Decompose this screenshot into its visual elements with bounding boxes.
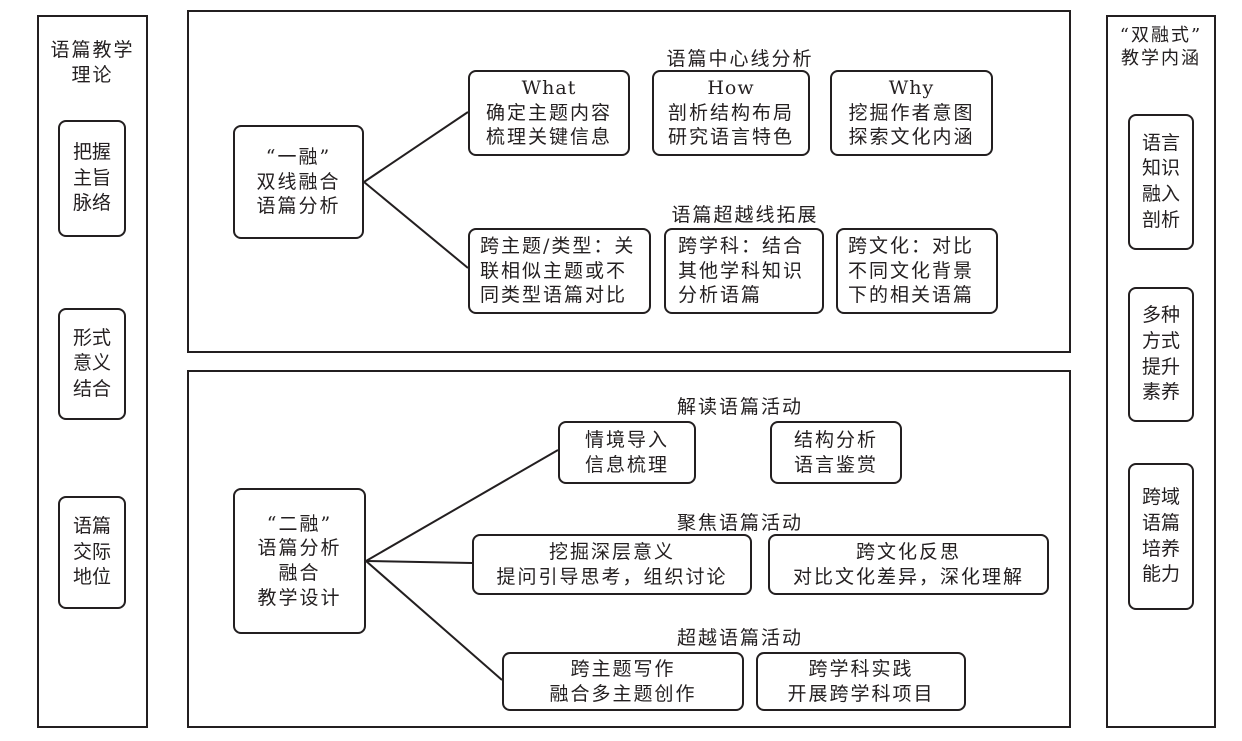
bottom-branch-1 xyxy=(365,449,559,562)
right-panel-title: “双融式” 教学内涵 xyxy=(1106,24,1216,71)
node-text-line: 能力 xyxy=(1141,563,1180,586)
node-text-line: 信息梳理 xyxy=(584,453,669,476)
activity-box-3: 挖掘深层意义提问引导思考，组织讨论 xyxy=(472,534,752,595)
node-text-line: 培养 xyxy=(1141,537,1180,560)
bottom-section xyxy=(187,370,1071,728)
node-text-line: 下的相关语篇 xyxy=(848,284,975,307)
node-text-line: 跨域 xyxy=(1141,486,1180,509)
node-text-line: “双融式” xyxy=(1119,25,1203,46)
heading-beyond-activity: 超越语篇活动 xyxy=(676,627,803,649)
node-text-line: 意义 xyxy=(72,352,111,375)
bottom-branch-2 xyxy=(365,560,473,564)
node-text-line: 双线融合 xyxy=(256,170,341,193)
heading-beyond-line: 语篇超越线拓展 xyxy=(671,204,819,226)
node-text-line: 语篇分析 xyxy=(256,195,341,218)
node-text-line: 跨主题/类型：关 xyxy=(480,234,636,257)
node-text-line: 同类型语篇对比 xyxy=(480,284,628,307)
node-text-line: 探索文化内涵 xyxy=(848,126,975,149)
node-text-line: 教学设计 xyxy=(257,586,342,609)
node-text-line: 语篇 xyxy=(72,515,111,538)
node-text-line: 挖掘深层意义 xyxy=(548,540,675,563)
left-node-2: 形式意义结合 xyxy=(58,308,126,420)
node-text-line: Why xyxy=(888,76,935,99)
node-text-line: 语篇 xyxy=(1141,511,1180,534)
node-text-line: 开展跨学科项目 xyxy=(787,682,935,705)
top-root-node: “一融”双线融合语篇分析 xyxy=(233,125,364,239)
node-text-line: 语篇教学 xyxy=(50,39,135,61)
node-text-line: “一融” xyxy=(265,145,332,168)
node-text-line: 跨学科：结合 xyxy=(678,234,805,257)
right-node-1: 语言知识融入剖析 xyxy=(1128,114,1194,250)
node-text-line: 跨文化反思 xyxy=(855,540,961,563)
activity-box-4: 跨文化反思对比文化差异，深化理解 xyxy=(768,534,1049,595)
node-text-line: 跨主题写作 xyxy=(570,657,676,680)
beyond-box-subject: 跨学科：结合其他学科知识分析语篇 xyxy=(664,228,824,314)
node-text-line: 融合多主题创作 xyxy=(549,682,697,705)
left-panel-title: 语篇教学 理论 xyxy=(37,38,148,87)
node-text-line: 挖掘作者意图 xyxy=(848,101,975,124)
node-text-line: 形式 xyxy=(72,326,111,349)
node-text-line: 方式 xyxy=(1141,329,1180,352)
node-text-line: 知识 xyxy=(1141,157,1180,180)
node-text-line: 主旨 xyxy=(72,166,111,189)
heading-focus-activity: 聚焦语篇活动 xyxy=(676,512,803,534)
bottom-root-node: “二融”语篇分析融合教学设计 xyxy=(233,488,366,634)
node-text-line: 情境导入 xyxy=(584,428,669,451)
node-text-line: 其他学科知识 xyxy=(678,259,805,282)
node-text-line: 交际 xyxy=(72,540,111,563)
node-text-line: 联相似主题或不 xyxy=(480,259,628,282)
activity-box-1: 情境导入信息梳理 xyxy=(558,421,696,484)
node-text-line: 提升 xyxy=(1141,355,1180,378)
node-text-line: How xyxy=(707,76,755,99)
node-text-line: “二融” xyxy=(266,512,333,535)
node-text-line: 语篇分析 xyxy=(257,537,342,560)
node-text-line: 融合 xyxy=(278,562,321,584)
node-text-line: 提问引导思考，组织讨论 xyxy=(496,565,728,588)
node-text-line: 脉络 xyxy=(72,192,111,215)
node-text-line: What xyxy=(521,76,577,99)
heading-center-line: 语篇中心线分析 xyxy=(666,48,814,70)
node-text-line: 地位 xyxy=(72,566,111,589)
beyond-box-culture: 跨文化：对比不同文化背景下的相关语篇 xyxy=(836,228,998,314)
node-text-line: 结合 xyxy=(72,377,111,400)
left-node-3: 语篇交际地位 xyxy=(58,496,126,609)
activity-box-6: 跨学科实践开展跨学科项目 xyxy=(756,652,966,711)
activity-box-2: 结构分析语言鉴赏 xyxy=(770,421,902,484)
node-text-line: 跨学科实践 xyxy=(808,657,914,680)
node-text-line: 结构分析 xyxy=(793,428,878,451)
right-node-2: 多种方式提升素养 xyxy=(1128,287,1194,422)
node-text-line: 跨文化：对比 xyxy=(848,234,975,257)
node-text-line: 理论 xyxy=(71,63,114,86)
top-section xyxy=(187,10,1071,353)
node-text-line: 梳理关键信息 xyxy=(485,126,612,149)
heading-interpret-activity: 解读语篇活动 xyxy=(676,396,803,418)
bottom-branch-3 xyxy=(365,560,503,681)
node-text-line: 语言鉴赏 xyxy=(793,453,878,476)
node-text-line: 剖析 xyxy=(1141,208,1180,231)
node-text-line: 确定主题内容 xyxy=(485,101,612,124)
node-text-line: 多种 xyxy=(1141,304,1180,327)
left-node-1: 把握主旨脉络 xyxy=(58,120,126,237)
node-text-line: 不同文化背景 xyxy=(848,259,975,282)
activity-box-5: 跨主题写作融合多主题创作 xyxy=(502,652,744,711)
node-text-line: 剖析结构布局 xyxy=(667,101,794,124)
top-branch-center xyxy=(363,111,469,183)
top-branch-beyond xyxy=(363,181,469,269)
right-node-3: 跨域语篇培养能力 xyxy=(1128,463,1194,610)
node-text-line: 语言 xyxy=(1141,131,1180,154)
node-text-line: 对比文化差异，深化理解 xyxy=(792,565,1024,588)
node-text-line: 教学内涵 xyxy=(1121,48,1201,70)
node-text-line: 研究语言特色 xyxy=(667,126,794,149)
beyond-box-theme: 跨主题/类型：关联相似主题或不同类型语篇对比 xyxy=(468,228,651,314)
node-text-line: 融入 xyxy=(1141,183,1180,205)
node-text-line: 素养 xyxy=(1141,381,1180,404)
node-text-line: 分析语篇 xyxy=(678,284,763,307)
node-text-line: 把握 xyxy=(72,141,111,164)
